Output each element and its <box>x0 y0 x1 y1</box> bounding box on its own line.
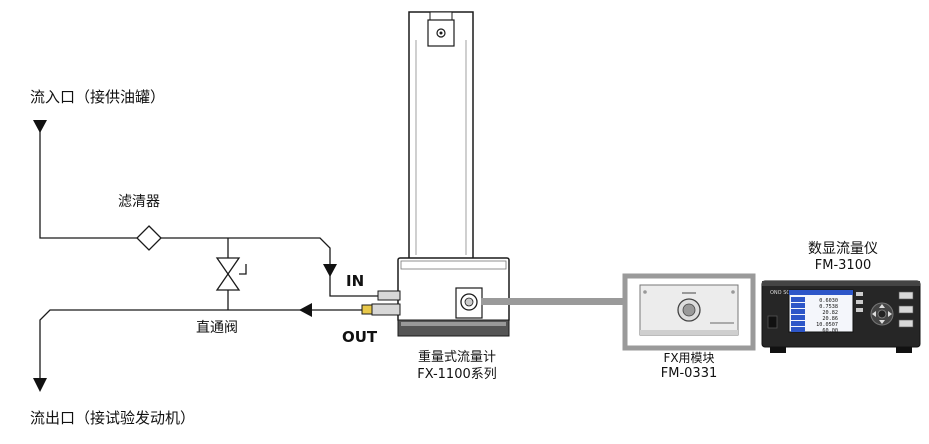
piping <box>39 120 378 378</box>
outlet-arrow-icon <box>33 378 47 392</box>
screen-value-1: 0.6030 <box>819 298 838 304</box>
screen-value-3: 20.82 <box>822 310 838 316</box>
module-name: FX用模块 <box>663 351 714 365</box>
inlet-arrow-icon <box>33 120 47 133</box>
flowmeter-name: 重量式流量计 <box>418 349 496 365</box>
inlet-pipe <box>39 120 137 239</box>
in-flow-arrow-icon <box>323 264 337 277</box>
gravimetric-flowmeter <box>361 11 510 337</box>
display-model: FM-3100 <box>815 258 871 273</box>
out-flow-arrow-icon <box>299 303 312 317</box>
filter-diamond-icon <box>136 225 162 251</box>
filter-to-in-pipe <box>161 237 378 297</box>
fx-module <box>639 284 739 336</box>
bypass-valve-icon <box>215 257 247 291</box>
screen-value-2: 0.7538 <box>819 304 838 310</box>
bypass-valve-label: 直通阀 <box>196 319 238 336</box>
flowmeter-model: FX-1100系列 <box>417 367 497 382</box>
outlet-label: 流出口（接试验发动机） <box>30 409 195 427</box>
display-name: 数显流量仪 <box>808 241 878 257</box>
display-brand: ONO SOKKI <box>770 290 798 296</box>
screen-value-5: 10.0507 <box>816 322 838 328</box>
out-port-label: OUT <box>342 328 378 346</box>
power-switch <box>767 315 778 329</box>
module-model: FM-0331 <box>661 366 717 381</box>
in-port-label: IN <box>346 272 364 290</box>
screen-rows: 0.6030 0.7538 20.82 20.86 10.0507 60.00 <box>791 297 838 334</box>
screen-value-6: 60.00 <box>822 328 838 334</box>
outlet-pipe <box>39 309 372 378</box>
signal-cable <box>481 298 625 305</box>
digital-flow-meter: ONO SOKKI 0.6030 0.7538 20.82 20.86 10.0… <box>761 280 921 353</box>
inlet-label: 流入口（接供油罐） <box>30 88 165 106</box>
screen-value-4: 20.86 <box>822 316 838 322</box>
filter-label: 滤清器 <box>118 194 160 210</box>
